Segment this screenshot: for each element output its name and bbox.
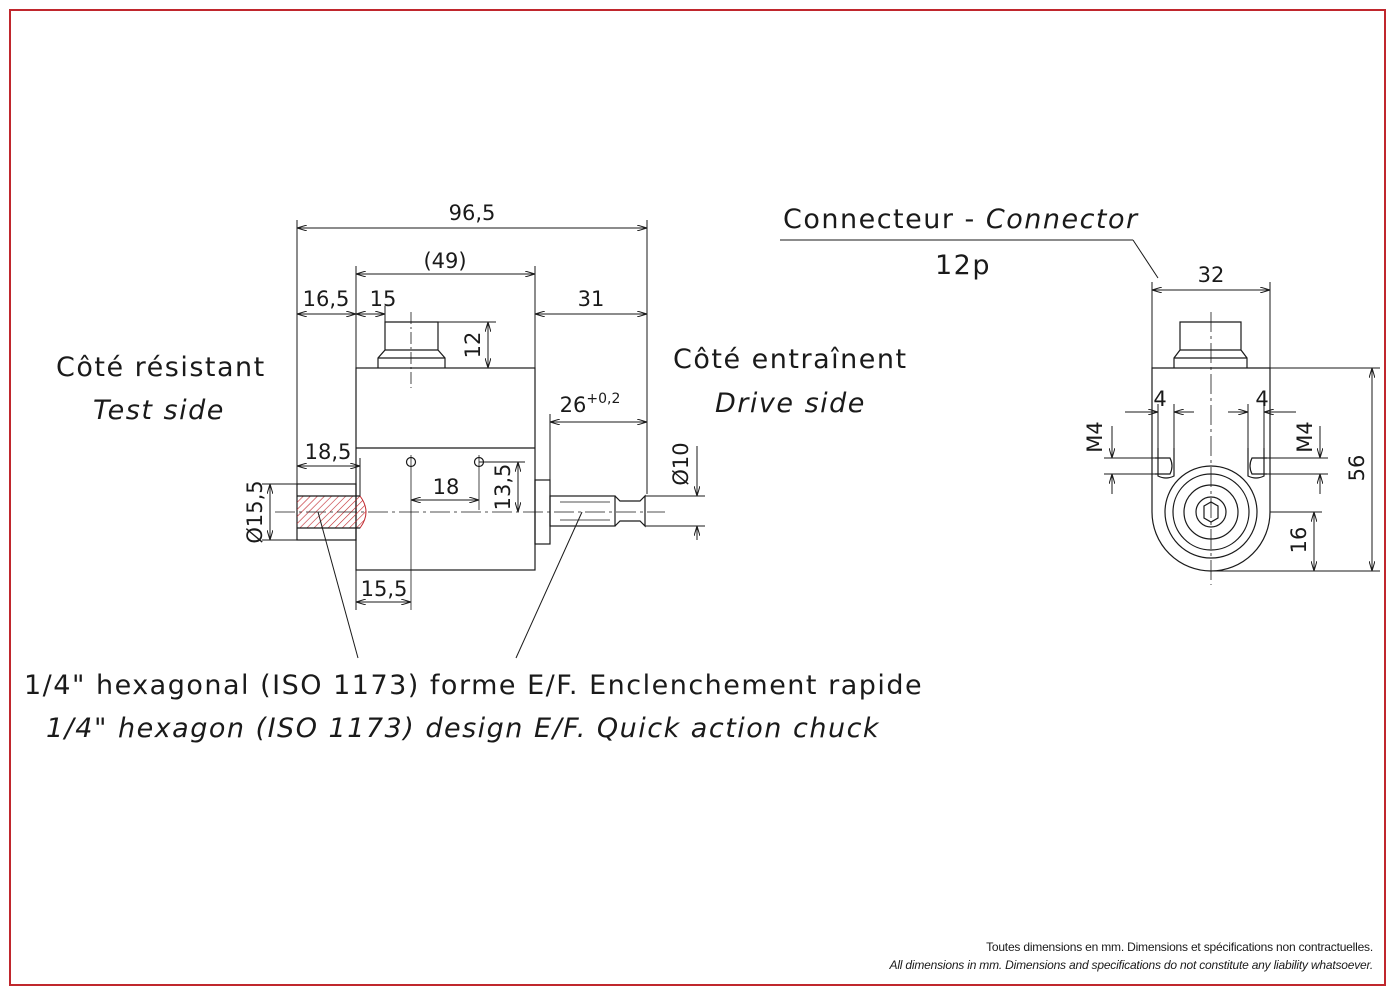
dim-hole-height: 13,5 bbox=[491, 464, 515, 511]
footer-note-en: All dimensions in mm. Dimensions and spe… bbox=[889, 958, 1374, 972]
test-side-label-fr: Côté résistant bbox=[56, 352, 266, 383]
dim-test-diameter: Ø15,5 bbox=[243, 480, 267, 543]
dim-hole-offset: 15,5 bbox=[361, 577, 408, 601]
dim-body-length: (49) bbox=[423, 249, 466, 273]
dim-overall-length: 96,5 bbox=[449, 201, 496, 225]
dim-right-shaft: 31 bbox=[578, 287, 605, 311]
dim-left-shaft: 16,5 bbox=[303, 287, 350, 311]
drive-side-label-fr: Côté entraînent bbox=[673, 344, 908, 375]
dim-screw-spacing-right: 4 bbox=[1255, 387, 1268, 411]
test-side-label-en: Test side bbox=[93, 395, 225, 426]
end-dimensions bbox=[780, 239, 1380, 572]
dim-thread-left: M4 bbox=[1083, 421, 1107, 452]
drive-side-label-en: Drive side bbox=[715, 388, 866, 419]
connector-side bbox=[377, 321, 446, 368]
dim-end-height: 56 bbox=[1345, 455, 1369, 482]
dim-drive-spigot: 26+0,2 bbox=[560, 391, 621, 417]
side-view bbox=[275, 312, 665, 610]
end-ring-outer bbox=[1164, 465, 1258, 559]
dim-thread-right: M4 bbox=[1293, 421, 1317, 452]
dim-axis-height: 16 bbox=[1287, 527, 1311, 554]
connector-end bbox=[1173, 321, 1248, 368]
thread-hole-right bbox=[1247, 448, 1265, 479]
dim-connector-height: 12 bbox=[461, 332, 485, 359]
dim-connector-offset: 15 bbox=[370, 287, 397, 311]
end-view bbox=[1151, 312, 1271, 585]
page-border bbox=[9, 9, 1386, 986]
dim-end-width: 32 bbox=[1198, 263, 1225, 287]
side-dimensions bbox=[262, 220, 705, 659]
connector-label: Connecteur - Connector bbox=[783, 204, 1139, 235]
hex-note-en: 1/4" hexagon (ISO 1173) design E/F. Quic… bbox=[46, 713, 881, 744]
dim-test-bore-depth: 18,5 bbox=[305, 440, 352, 464]
dim-screw-spacing-left: 4 bbox=[1153, 387, 1166, 411]
footer-note-fr: Toutes dimensions en mm. Dimensions et s… bbox=[986, 940, 1373, 954]
dim-hole-spacing: 18 bbox=[433, 475, 460, 499]
hex-note-fr: 1/4" hexagonal (ISO 1173) forme E/F. Enc… bbox=[24, 670, 924, 701]
dim-drive-diameter: Ø10 bbox=[669, 442, 693, 485]
connector-pins: 12p bbox=[935, 250, 991, 281]
thread-hole-left bbox=[1157, 448, 1175, 479]
